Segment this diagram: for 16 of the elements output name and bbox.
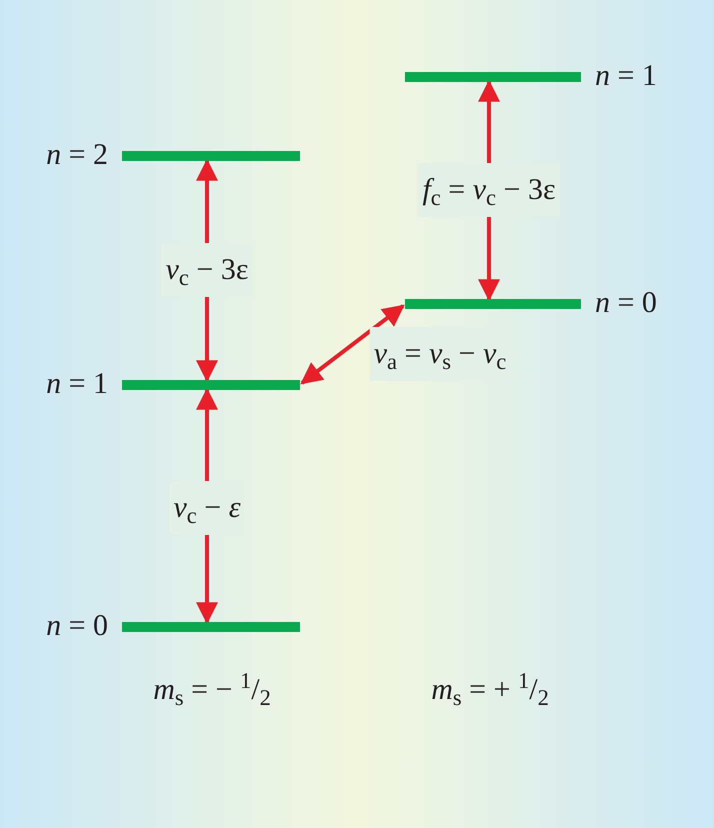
energy-level-bar (122, 151, 300, 161)
level-label: n = 1 (595, 61, 657, 91)
spin-label: m$_{s}$ = − $^{1}$/$_{2}$ (153, 675, 271, 705)
energy-level-bar (405, 72, 581, 82)
level-label: n = 1 (46, 369, 108, 399)
spin-label: m$_{s}$ = + $^{1}$/$_{2}$ (431, 675, 549, 705)
edge-label: ν$_{c}$ − 3ε (162, 243, 252, 297)
level-label: n = 2 (46, 140, 108, 170)
edge-label: f$_{c}$ = ν$_{c}$ − 3ε (418, 163, 560, 217)
energy-level-bar (122, 380, 300, 390)
double-arrow (300, 304, 405, 385)
level-label: n = 0 (46, 611, 108, 641)
edge-label: ν$_{c}$ − ε (169, 481, 245, 535)
energy-level-bar (122, 622, 300, 632)
energy-level-bar (405, 299, 581, 309)
level-label: n = 0 (595, 288, 657, 318)
